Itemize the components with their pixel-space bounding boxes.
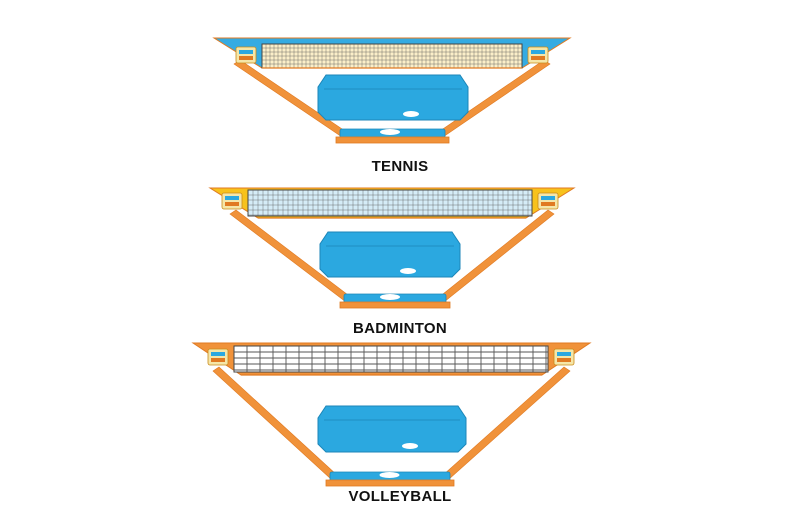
- badge-icon: [527, 46, 549, 64]
- badminton-net-set: [208, 187, 576, 309]
- badge-icon: [537, 192, 559, 210]
- tennis-mesh-grid: [262, 44, 522, 68]
- badge-icon: [235, 46, 257, 64]
- volleyball-mesh-grid: [234, 346, 548, 372]
- volleyball-base-frame: [325, 479, 455, 487]
- badge-icon: [207, 348, 229, 366]
- volleyball-net-mesh: [233, 345, 549, 373]
- tennis-valve-icon: [403, 111, 419, 117]
- badminton-mesh-grid: [248, 190, 532, 216]
- tennis-base-frame: [335, 136, 450, 144]
- badminton-label: BADMINTON: [352, 320, 448, 337]
- badminton-weight-bag: [319, 231, 461, 278]
- volleyball-weight-bag: [317, 405, 467, 453]
- badminton-net-mesh: [247, 189, 533, 217]
- badminton-valve-icon: [400, 268, 416, 274]
- badge-icon: [221, 192, 243, 210]
- volleyball-valve-icon: [402, 443, 418, 449]
- tennis-weight-bag: [317, 74, 469, 121]
- volleyball-label: VOLLEYBALL: [348, 488, 452, 505]
- tennis-label: TENNIS: [371, 158, 429, 175]
- badminton-base-frame: [339, 301, 451, 309]
- badge-icon: [553, 348, 575, 366]
- tennis-net-set: [212, 37, 572, 144]
- volleyball-net-set: [191, 342, 592, 487]
